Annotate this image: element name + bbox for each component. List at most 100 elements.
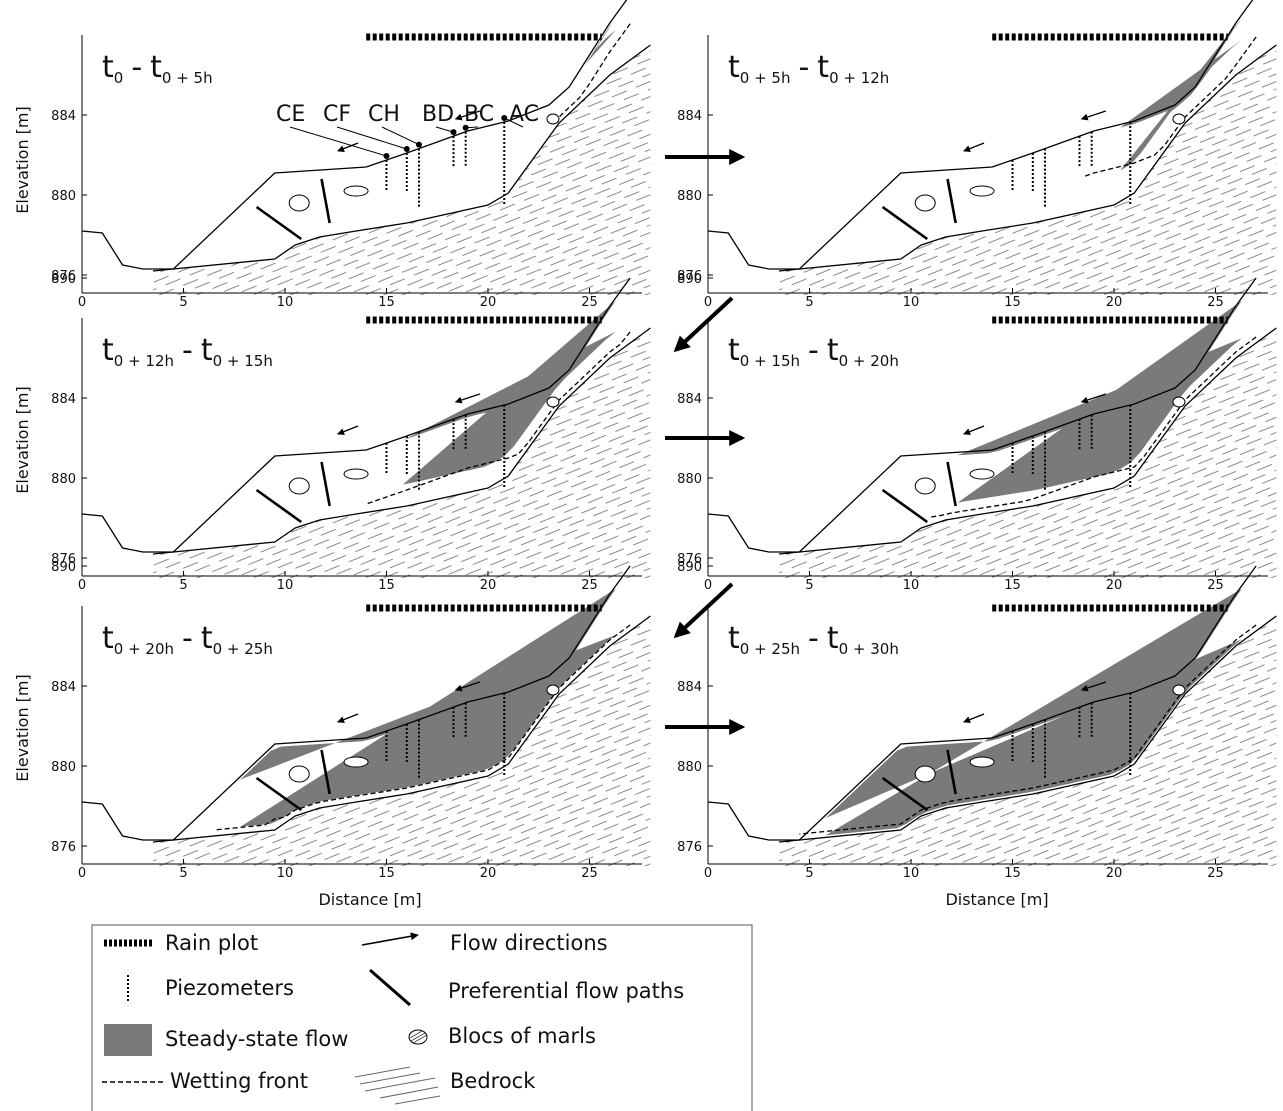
y-tick-label: 884 [677,109,702,124]
y-tick-label: 880 [677,760,702,775]
x-tick-label: 5 [179,295,187,310]
marl-bloc [546,113,560,125]
x-tick-label: 20 [480,295,497,310]
marl-bloc [969,468,995,480]
x-tick-label: 15 [378,295,395,310]
y-tick-label: 890 [677,560,702,575]
legend-marl-bloc-icon [408,1029,428,1045]
x-tick-label: 10 [903,295,920,310]
x-tick-label: 20 [1106,866,1123,881]
y-tick-label: 876 [677,269,702,284]
legend-rain-plot-label: Rain plot [165,931,258,955]
y-tick-label: 880 [677,472,702,487]
x-tick-label: 0 [78,578,86,593]
piezometer-label-bd: BD [422,102,454,127]
wetting-front-line [1083,36,1257,178]
preferential-flow-path [881,205,928,241]
x-tick-label: 0 [78,295,86,310]
x-tick-label: 0 [704,866,712,881]
x-tick-label: 20 [480,866,497,881]
x-tick-label: 25 [581,578,598,593]
legend-flow-directions-label: Flow directions [450,931,608,955]
marl-bloc [343,185,369,197]
bedrock-interface-line [152,327,651,555]
marl-bloc [288,194,310,212]
marl-bloc [288,765,310,783]
legend-wetting-front-label: Wetting front [170,1069,308,1093]
x-tick-label: 0 [704,578,712,593]
panel-title: t0 + 20h-t0 + 25h [102,621,273,658]
bedrock-area [153,45,651,295]
flow-direction-arrow [337,142,359,152]
x-axis-label-left: Distance [m] [318,890,421,909]
preferential-flow-path [881,488,928,524]
legend-bedrock-label: Bedrock [450,1069,536,1093]
piezometer-marker [450,129,457,136]
x-tick-label: 10 [277,578,294,593]
y-tick-label: 876 [677,840,702,855]
piezometer-pointer [435,126,454,133]
preferential-flow-path [255,205,302,241]
marl-bloc [1172,396,1186,408]
bedrock-area [153,328,651,578]
x-tick-label: 25 [581,866,598,881]
y-tick-label: 880 [51,472,76,487]
panel-title: t0 + 5h-t0 + 12h [728,50,889,87]
y-tick-label: 880 [51,760,76,775]
piezometer-pointer [504,117,524,128]
preferential-flow-path [946,461,957,507]
flow-direction-arrow [337,425,359,435]
marl-bloc [343,756,369,768]
preferential-flow-path [881,776,928,812]
marl-bloc [343,468,369,480]
flow-direction-arrow [337,713,359,723]
piezometer-marker [383,153,390,159]
panel-title: t0 + 15h-t0 + 20h [728,333,899,370]
piezometer-marker [403,146,410,152]
x-tick-label: 25 [581,295,598,310]
transition-arrows [665,149,746,735]
bedrock-interface-line [152,615,651,843]
marl-bloc [288,477,310,495]
x-tick-label: 15 [378,866,395,881]
bedrock-area [779,45,1277,295]
y-tick-label: 876 [677,552,702,567]
x-tick-label: 5 [805,866,813,881]
legend-steady-state-swatch [104,1024,152,1056]
legend-blocs-label: Blocs of marls [448,1024,596,1048]
piezometer-label-bc: BC [464,102,494,127]
marl-bloc [546,396,560,408]
y-axis-label-row-2: Elevation [m] [13,386,32,493]
x-tick-label: 10 [903,578,920,593]
transition-arrow-4 [673,582,734,639]
transition-arrow-2 [673,296,734,353]
flow-direction-arrow [1080,110,1107,121]
steady-state-zone [240,588,616,827]
y-tick-label: 890 [677,272,702,287]
x-tick-label: 15 [1004,578,1021,593]
piezometer-marker [415,141,422,148]
x-axis-label-right: Distance [m] [945,890,1048,909]
marl-bloc [914,765,936,783]
flow-direction-arrow [1080,393,1107,404]
y-tick-label: 880 [677,189,702,204]
x-tick-label: 15 [1004,866,1021,881]
x-tick-label: 10 [277,866,294,881]
piezometer-label-ce: CE [276,102,305,127]
piezometer-label-ch: CH [368,102,400,127]
x-tick-label: 20 [1106,578,1123,593]
x-tick-label: 15 [378,578,395,593]
x-tick-label: 5 [179,866,187,881]
y-tick-label: 890 [51,560,76,575]
x-tick-label: 25 [1207,578,1224,593]
x-tick-label: 0 [78,866,86,881]
bedrock-interface-line [778,44,1277,272]
panel-title: t0 + 25h-t0 + 30h [728,621,899,658]
preferential-flow-path [946,178,957,224]
marl-bloc [914,194,936,212]
bedrock-interface-line [778,327,1277,555]
